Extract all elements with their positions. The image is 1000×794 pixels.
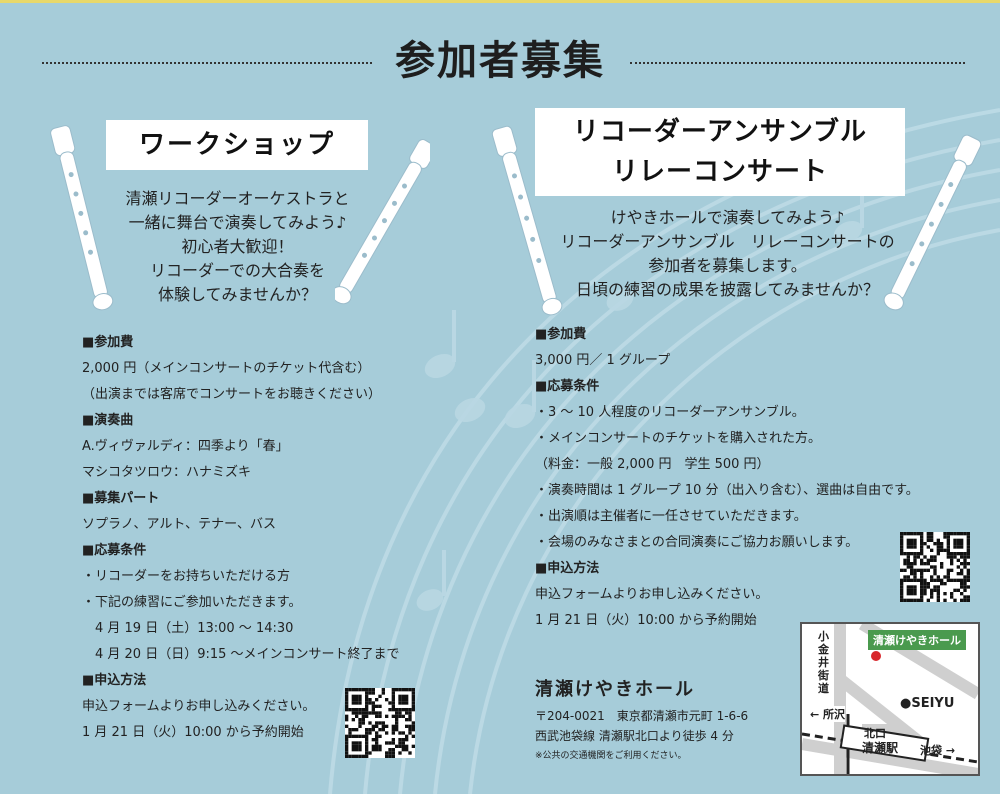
venue-access: 西武池袋線 清瀬駅北口より徒歩 4 分 bbox=[535, 729, 734, 743]
ensemble-label: リコーダーアンサンブル リレーコンサート bbox=[535, 108, 905, 196]
section-heading: ■応募条件 bbox=[82, 543, 147, 558]
detail-line: ・会場のみなさまとの合同演奏にご協力お願いします。 bbox=[535, 535, 859, 550]
detail-line: A.ヴィヴァルディ：四季より「春」 bbox=[82, 439, 289, 454]
map-exit-label: 北口 bbox=[864, 727, 886, 740]
detail-line: 4 月 20 日（日）9:15 ～メインコンサート終了まで bbox=[82, 647, 400, 662]
ensemble-details: ■参加費 3,000 円／ 1 グループ ■応募条件 ・3 ～ 10 人程度のリ… bbox=[535, 322, 935, 634]
detail-line: ・メインコンサートのチケットを購入された方。 bbox=[535, 431, 822, 446]
recorder-left2-icon bbox=[335, 139, 430, 305]
title-rule-left bbox=[42, 62, 372, 64]
detail-line: ・3 ～ 10 人程度のリコーダーアンサンブル。 bbox=[535, 405, 805, 420]
detail-line: （出演までは客席でコンサートをお聴きください） bbox=[82, 387, 382, 402]
access-map[interactable]: 清瀬けやきホール 小金井街道 ●SEIYU ← 所沢 北口 清瀬駅 池袋 → bbox=[800, 622, 980, 776]
section-heading: ■申込方法 bbox=[535, 561, 600, 576]
title-rule-right bbox=[630, 62, 965, 64]
ensemble-qr-code[interactable] bbox=[900, 532, 970, 602]
map-tokorozawa-label: ← 所沢 bbox=[810, 706, 846, 722]
intro-line: リコーダーアンサンブル リレーコンサートの bbox=[560, 232, 895, 251]
intro-line: リコーダーでの大合奏を bbox=[149, 261, 326, 280]
intro-line: 体験してみませんか？ bbox=[157, 285, 318, 304]
intro-line: 日頃の練習の成果を披露してみませんか？ bbox=[575, 280, 880, 299]
intro-line: 初心者大歓迎！ bbox=[181, 237, 294, 256]
intro-line: 清瀬リコーダーオーケストラと bbox=[125, 189, 350, 208]
detail-line: マシコタツロウ：ハナミズキ bbox=[82, 465, 252, 480]
venue-info: 清瀬けやきホール 〒204-0021 東京都清瀬市元町 1-6-6 西武池袋線 … bbox=[535, 680, 748, 766]
recorder-center-icon bbox=[491, 125, 563, 316]
detail-line: （料金：一般 2,000 円 学生 500 円） bbox=[535, 457, 770, 472]
workshop-qr-code[interactable] bbox=[345, 688, 415, 758]
workshop-intro: 清瀬リコーダーオーケストラと 一緒に舞台で演奏してみよう♪ 初心者大歓迎！ リコ… bbox=[105, 187, 370, 307]
section-heading: ■演奏曲 bbox=[82, 413, 134, 428]
detail-line: ・リコーダーをお持ちいただける方 bbox=[82, 569, 291, 584]
detail-line: ソプラノ、アルト、テナー、バス bbox=[82, 517, 276, 532]
detail-line: 1 月 21 日（火）10:00 から予約開始 bbox=[82, 725, 304, 740]
section-heading: ■応募条件 bbox=[535, 379, 600, 394]
intro-line: 参加者を募集します。 bbox=[648, 256, 807, 275]
page-title: 参加者募集 bbox=[395, 38, 605, 84]
map-station-label: 清瀬駅 bbox=[862, 741, 899, 755]
top-accent-line bbox=[0, 0, 1000, 3]
map-ikebukuro-label: 池袋 → bbox=[920, 744, 956, 757]
detail-line: 4 月 19 日（土）13:00 ～ 14:30 bbox=[82, 621, 294, 636]
intro-line: けやきホールで演奏してみよう♪ bbox=[610, 208, 845, 227]
venue-note: ※公共の交通機関をご利用ください。 bbox=[535, 751, 687, 761]
detail-line: 申込フォームよりお申し込みください。 bbox=[535, 587, 769, 602]
section-heading: ■募集パート bbox=[82, 491, 160, 506]
map-store-label: ●SEIYU bbox=[900, 696, 955, 711]
detail-line: ・出演順は主催者に一任させていただきます。 bbox=[535, 509, 807, 524]
detail-line: 1 月 21 日（火）10:00 から予約開始 bbox=[535, 613, 757, 628]
map-hall-label: 清瀬けやきホール bbox=[868, 630, 966, 650]
intro-line: 一緒に舞台で演奏してみよう♪ bbox=[128, 213, 347, 232]
map-pin-icon bbox=[871, 651, 881, 661]
section-heading: ■参加費 bbox=[535, 327, 587, 342]
detail-line: 3,000 円／ 1 グループ bbox=[535, 353, 671, 368]
detail-line: ・下記の練習にご参加いただきます。 bbox=[82, 595, 302, 610]
detail-line: 2,000 円（メインコンサートのチケット代含む） bbox=[82, 361, 371, 376]
venue-name: 清瀬けやきホール bbox=[535, 679, 695, 700]
ensemble-label-line1: リコーダーアンサンブル bbox=[572, 117, 868, 147]
recorder-left-icon bbox=[50, 125, 114, 311]
section-heading: ■申込方法 bbox=[82, 673, 147, 688]
ensemble-label-line2: リレーコンサート bbox=[611, 157, 828, 187]
venue-address: 〒204-0021 東京都清瀬市元町 1-6-6 bbox=[535, 709, 749, 723]
detail-line: 申込フォームよりお申し込みください。 bbox=[82, 699, 316, 714]
workshop-details: ■参加費 2,000 円（メインコンサートのチケット代含む） （出演までは客席で… bbox=[82, 330, 422, 746]
detail-line: ・演奏時間は 1 グループ 10 分（出入り含む）、選曲は自由です。 bbox=[535, 483, 919, 498]
map-street-label: 小金井街道 bbox=[818, 630, 829, 695]
ensemble-intro: けやきホールで演奏してみよう♪ リコーダーアンサンブル リレーコンサートの 参加… bbox=[540, 206, 915, 302]
recorder-right-icon bbox=[883, 134, 982, 311]
map-roads bbox=[802, 624, 978, 774]
workshop-label: ワークショップ bbox=[106, 120, 368, 170]
section-heading: ■参加費 bbox=[82, 335, 134, 350]
